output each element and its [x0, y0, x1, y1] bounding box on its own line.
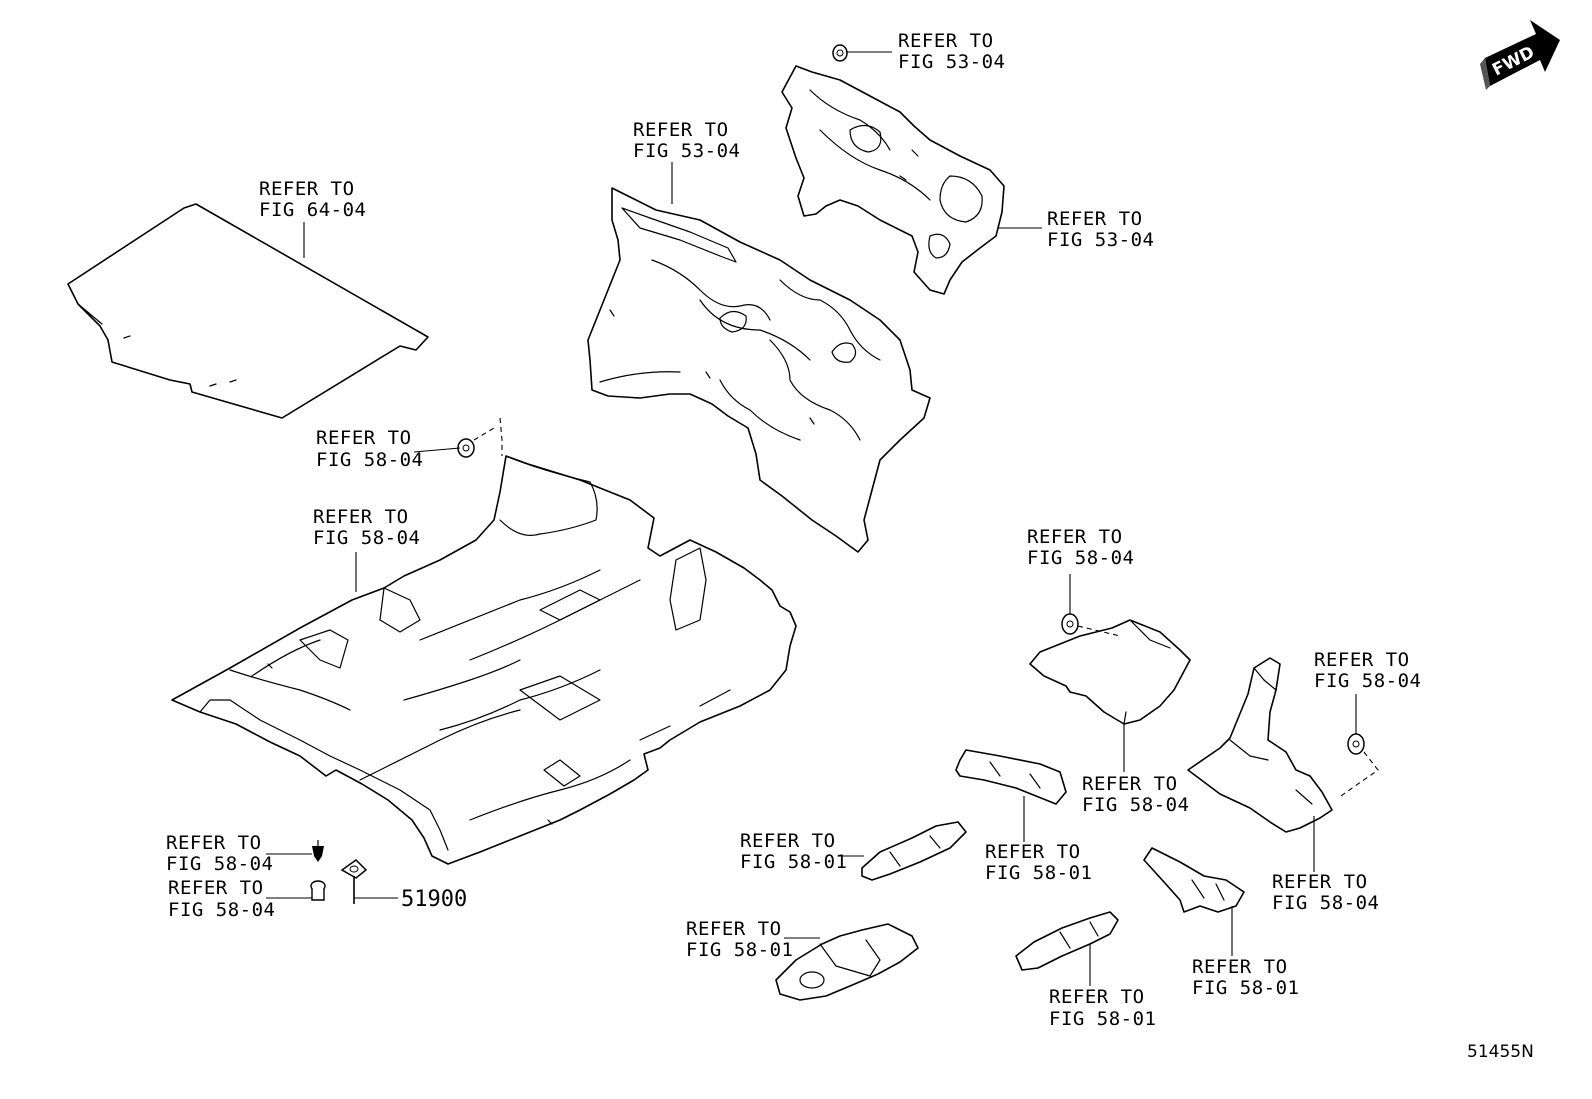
- callout-c4: REFER TO FIG 64-04: [259, 178, 366, 221]
- callout-line2: FIG 53-04: [633, 140, 740, 162]
- callout-line1: REFER TO: [1272, 871, 1368, 893]
- callout-line1: REFER TO: [1192, 956, 1288, 978]
- dash-silencer-part: [587, 187, 931, 553]
- callout-line2: FIG 58-04: [168, 899, 275, 921]
- callout-c5: REFER TO FIG 58-04: [316, 427, 423, 471]
- callout-line1: REFER TO: [633, 119, 729, 141]
- callout-line1: REFER TO: [898, 30, 994, 52]
- floor-carpet-part: [171, 455, 797, 865]
- callout-c7: REFER TO FIG 58-04: [1027, 526, 1134, 569]
- callout-line1: REFER TO: [166, 832, 262, 854]
- callout-c2: REFER TO FIG 53-04: [633, 119, 740, 162]
- callout-line1: REFER TO: [1082, 773, 1178, 795]
- callout-line1: REFER TO: [1047, 208, 1143, 230]
- callout-line1: REFER TO: [168, 877, 264, 899]
- silencer-pad-part: [955, 749, 1067, 805]
- callout-line1: REFER TO: [985, 841, 1081, 863]
- callout-line2: FIG 58-04: [1027, 547, 1134, 569]
- leader-lines: [266, 51, 1357, 986]
- callout-line2: FIG 58-04: [313, 527, 420, 549]
- silencer-pad-part: [1015, 911, 1119, 971]
- callout-c1: REFER TO FIG 53-04: [898, 30, 1005, 73]
- callout-line2: FIG 53-04: [898, 51, 1005, 73]
- callout-c13: REFER TO FIG 58-01: [740, 830, 847, 873]
- callout-c3: REFER TO FIG 53-04: [1047, 208, 1154, 251]
- callout-line2: FIG 58-01: [1192, 977, 1299, 999]
- callout-c8: REFER TO FIG 58-04: [1314, 649, 1421, 692]
- callout-c14: REFER TO FIG 58-01: [985, 841, 1092, 884]
- callout-c12: REFER TO FIG 58-04: [168, 877, 275, 921]
- rear-package-tray-part: [67, 203, 429, 419]
- silencer-pad-part: [1143, 847, 1245, 913]
- callout-c10: REFER TO FIG 58-04: [1272, 871, 1379, 914]
- callout-c11: REFER TO FIG 58-04: [166, 832, 273, 875]
- callout-line2: FIG 58-04: [316, 449, 423, 471]
- clip-icon: [1061, 613, 1079, 635]
- callout-line1: REFER TO: [313, 506, 409, 528]
- clip-icon: [832, 44, 848, 62]
- side-floor-silencer-part: [1187, 657, 1333, 833]
- callout-line2: FIG 58-04: [166, 853, 273, 875]
- silencer-pad-part: [775, 923, 919, 1001]
- rear-floor-silencer-part: [1029, 619, 1191, 725]
- upper-dash-insulator-part: [781, 65, 1005, 295]
- callout-line2: FIG 53-04: [1047, 229, 1154, 251]
- callout-line1: REFER TO: [740, 830, 836, 852]
- callout-c17: REFER TO FIG 58-01: [1049, 986, 1156, 1030]
- callout-c9: REFER TO FIG 58-04: [1082, 773, 1189, 816]
- callout-c16: REFER TO FIG 58-01: [1192, 956, 1299, 999]
- silencer-pad-part: [861, 821, 967, 881]
- diagram-code: 51455N: [1467, 1042, 1534, 1062]
- callout-line1: REFER TO: [1049, 986, 1145, 1008]
- callout-line2: FIG 58-01: [740, 851, 847, 873]
- callout-line1: REFER TO: [686, 918, 782, 940]
- part-number-label: 51900: [401, 887, 467, 912]
- callout-line2: FIG 58-04: [1314, 670, 1421, 692]
- callout-line1: REFER TO: [259, 178, 355, 200]
- fwd-arrow-icon: FWD: [1480, 20, 1560, 90]
- clip-icon: [457, 438, 475, 458]
- callout-line2: FIG 58-01: [1049, 1008, 1156, 1030]
- callout-line2: FIG 58-01: [985, 862, 1092, 884]
- callout-c6: REFER TO FIG 58-04: [313, 506, 420, 549]
- callout-line2: FIG 58-01: [686, 939, 793, 961]
- push-clip-icon: [312, 840, 324, 862]
- screw-51900-icon: [340, 859, 368, 904]
- callout-line1: REFER TO: [316, 427, 412, 449]
- callout-line2: FIG 58-04: [1082, 794, 1189, 816]
- callout-line1: REFER TO: [1314, 649, 1410, 671]
- grommet-icon: [310, 880, 326, 901]
- callout-line2: FIG 64-04: [259, 199, 366, 221]
- callout-c15: REFER TO FIG 58-01: [686, 918, 793, 961]
- callout-line1: REFER TO: [1027, 526, 1123, 548]
- callout-line2: FIG 58-04: [1272, 892, 1379, 914]
- clip-icon: [1347, 733, 1365, 755]
